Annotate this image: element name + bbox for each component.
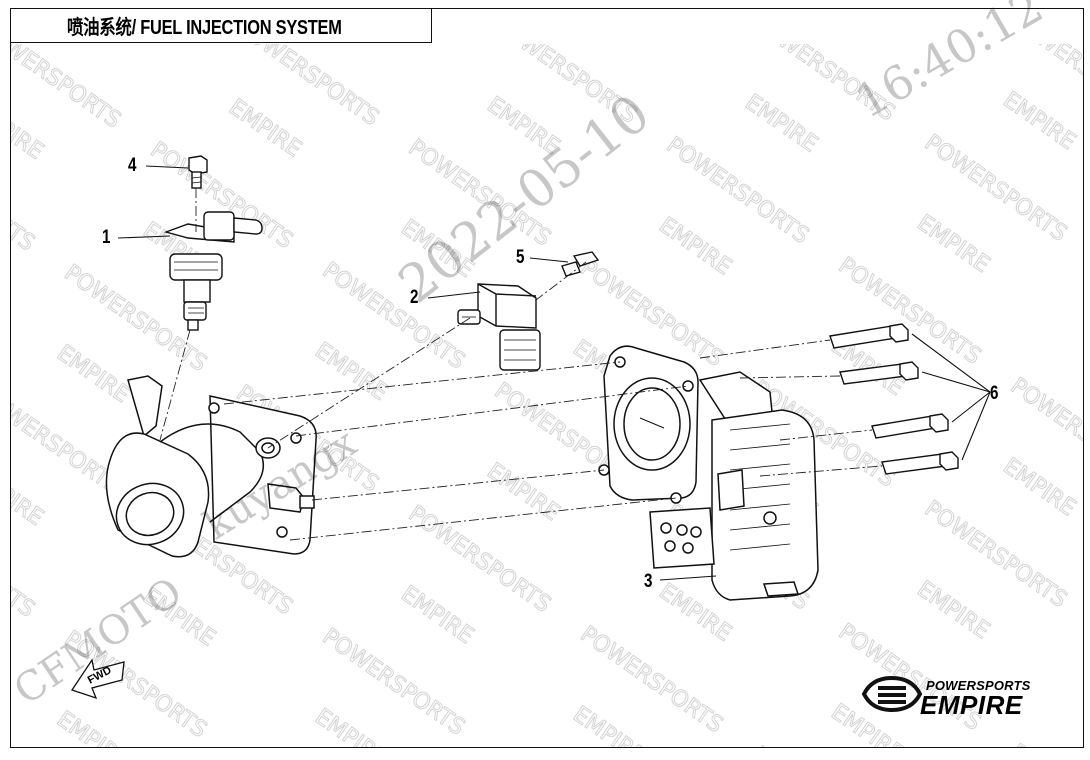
part-5-screw <box>561 251 600 277</box>
fwd-arrow-icon <box>70 658 125 700</box>
callout-5: 5 <box>516 247 525 268</box>
leader-lines <box>117 165 991 581</box>
callout-1: 1 <box>102 227 111 248</box>
callout-2: 2 <box>410 287 419 308</box>
part-2-sensor <box>457 283 541 371</box>
assembly-lines <box>159 188 883 541</box>
callout-4: 4 <box>128 155 137 176</box>
logo-line-1: POWERSPORTS <box>926 678 1031 693</box>
brand-logo: POWERSPORTS EMPIRE <box>862 676 1062 720</box>
logo-line-2: EMPIRE <box>920 690 1023 720</box>
callout-6: 6 <box>990 383 999 404</box>
part-3-throttle-body <box>598 345 819 601</box>
part-6-bolts <box>829 323 959 475</box>
title-box: 喷油系统/ FUEL INJECTION SYSTEM <box>10 8 432 43</box>
page-title: 喷油系统/ FUEL INJECTION SYSTEM <box>67 17 342 39</box>
part-4-bolt <box>188 155 208 189</box>
empire-logo-icon <box>861 675 923 713</box>
callout-3: 3 <box>644 571 653 592</box>
part-1-injector <box>163 211 263 331</box>
intake-manifold <box>105 375 317 558</box>
